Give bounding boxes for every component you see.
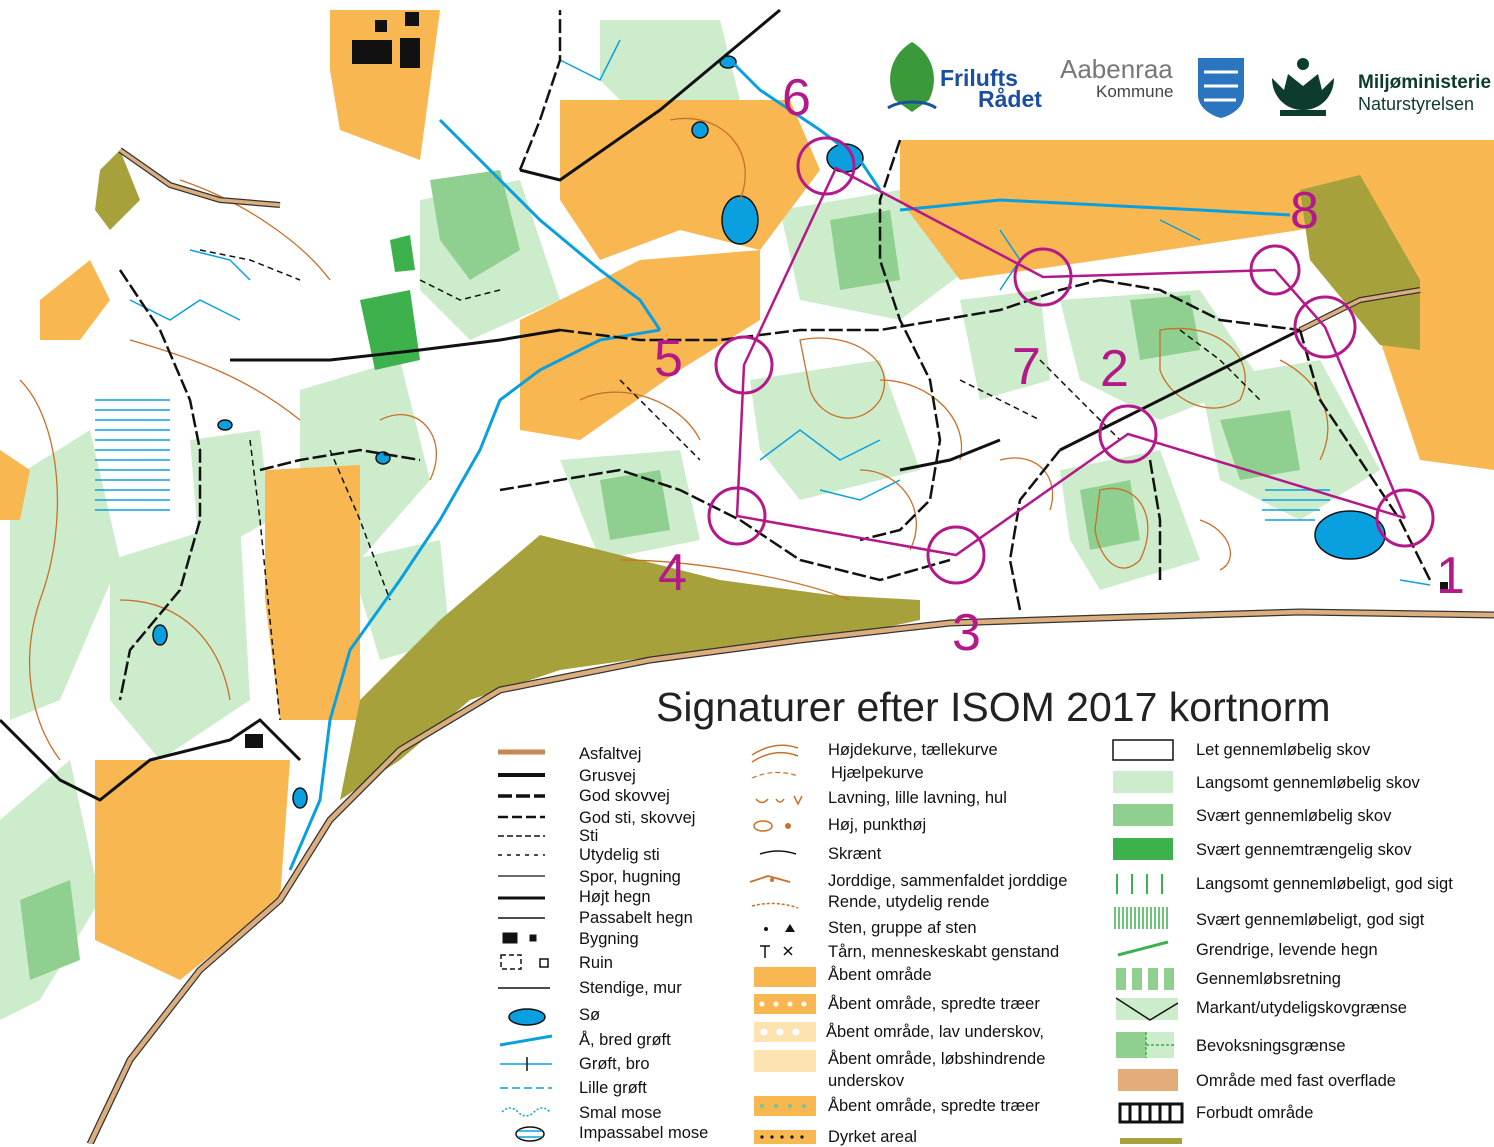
legend-label: Lavning, lille lavning, hul bbox=[828, 789, 1007, 807]
control-number-8: 8 bbox=[1290, 182, 1319, 240]
legend-label: Tårn, menneskeskabt genstand bbox=[828, 943, 1060, 961]
slow-run-forest bbox=[0, 20, 1380, 1020]
roads bbox=[0, 8, 1301, 802]
legend-label: Åbent område, spredte træer bbox=[828, 1097, 1040, 1115]
legend-label: Rende, utydelig rende bbox=[828, 893, 990, 911]
control-number-7: 7 bbox=[1012, 338, 1041, 396]
legend-label: Sø bbox=[579, 1006, 601, 1024]
friluftsraadet-logo: Frilufts Rådet bbox=[887, 42, 1042, 112]
aabenraa-line1: Aabenraa bbox=[1060, 54, 1173, 84]
legend-title: Signaturer efter ISOM 2017 kortnorm bbox=[656, 684, 1331, 730]
course bbox=[735, 166, 1407, 557]
legend-label: Gennemløbsretning bbox=[1196, 970, 1341, 988]
control-number-4: 4 bbox=[658, 544, 687, 602]
aabenraa-logo: Aabenraa Kommune bbox=[1060, 54, 1244, 118]
legend-label: Utydelig sti bbox=[579, 846, 660, 864]
control-numbers: 1 2 3 4 5 6 7 8 bbox=[654, 69, 1465, 662]
legend-symbols-col1 bbox=[498, 749, 553, 1142]
legend-label: underskov bbox=[828, 1072, 905, 1090]
control-circles bbox=[707, 136, 1435, 585]
legend-label: Grusvej bbox=[579, 767, 636, 785]
control-number-1: 1 bbox=[1436, 547, 1465, 605]
legend-label: Lille grøft bbox=[579, 1079, 647, 1097]
legend-label: Spor, hugning bbox=[579, 868, 681, 886]
legend-label: Høj, punkthøj bbox=[828, 816, 927, 834]
legend-label: Langsomt gennemløbelig skov bbox=[1196, 774, 1420, 792]
friluftsraadet-line1: Frilufts bbox=[940, 65, 1018, 91]
legend-label: Svært gennemløbeligt, god sigt bbox=[1196, 911, 1425, 929]
legend-label: Sti bbox=[579, 827, 599, 845]
legend-label: Højdekurve, tællekurve bbox=[828, 741, 998, 759]
cultivated-land bbox=[95, 150, 1420, 800]
control-number-3: 3 bbox=[952, 604, 981, 662]
crown-icon bbox=[1272, 74, 1334, 110]
legend-symbols-col2 bbox=[749, 744, 816, 1144]
legend-symbols-col3 bbox=[1112, 739, 1184, 1144]
aabenraa-line2: Kommune bbox=[1096, 82, 1173, 101]
legend-label: Grendrige, levende hegn bbox=[1196, 941, 1378, 959]
control-number-6: 6 bbox=[782, 69, 811, 127]
leaf-icon bbox=[890, 42, 934, 112]
miljoministeriet-line1: Miljøministerie bbox=[1358, 72, 1491, 93]
paths bbox=[199, 249, 1261, 721]
legend-label: Område med fast overflade bbox=[1196, 1072, 1396, 1090]
buildings bbox=[245, 12, 1448, 748]
legend-label: Åbent område bbox=[828, 966, 932, 984]
marsh-area bbox=[95, 399, 1330, 521]
friluftsraadet-line2: Rådet bbox=[978, 86, 1042, 112]
legend-label: Asfaltvej bbox=[579, 745, 642, 763]
legend-label: Smal mose bbox=[579, 1104, 662, 1122]
legend-label: Skrænt bbox=[828, 845, 882, 863]
shield-icon bbox=[1198, 58, 1244, 118]
legend-label: Markant/utydeligskovgrænse bbox=[1196, 999, 1407, 1017]
legend-label: Passabelt hegn bbox=[579, 909, 693, 927]
small-ditches bbox=[129, 39, 1431, 586]
legend-label: Hjælpekurve bbox=[831, 764, 924, 782]
miljoministeriet-logo: Miljøministerie Naturstyrelsen bbox=[1272, 58, 1491, 116]
control-number-5: 5 bbox=[654, 330, 683, 388]
control-number-2: 2 bbox=[1100, 340, 1129, 398]
legend-label: Langsomt gennemløbeligt, god sigt bbox=[1196, 875, 1453, 893]
legend-label: Bevoksningsgrænse bbox=[1196, 1037, 1346, 1055]
legend-label: Sten, gruppe af sten bbox=[828, 919, 977, 937]
legend-label: Impassabel mose bbox=[579, 1124, 709, 1142]
streams bbox=[288, 58, 1291, 871]
legend-label: God sti, skovvej bbox=[579, 809, 696, 827]
legend-label: Let gennemløbelig skov bbox=[1196, 741, 1371, 759]
legend-label: Grøft, bro bbox=[579, 1055, 650, 1073]
legend-label: Ruin bbox=[579, 954, 613, 972]
legend-label: Svært gennemtrængelig skov bbox=[1196, 841, 1412, 859]
legend-label: Åbent område, spredte træer bbox=[828, 995, 1040, 1013]
legend-label: Åbent område, lav underskov, bbox=[826, 1023, 1044, 1041]
legend-label: Bygning bbox=[579, 930, 639, 948]
miljoministeriet-line2: Naturstyrelsen bbox=[1358, 94, 1474, 114]
legend-label: Højt hegn bbox=[579, 888, 651, 906]
legend-label: Åbent område, løbshindrende bbox=[828, 1050, 1046, 1068]
legend-label: Forbudt område bbox=[1196, 1104, 1314, 1122]
legend-label: Stendige, mur bbox=[579, 979, 682, 997]
map-area bbox=[0, 10, 1494, 1144]
legend-label: Jorddige, sammenfaldet jorddige bbox=[828, 872, 1068, 890]
legend-label: God skovvej bbox=[579, 787, 670, 805]
very-difficult-forest bbox=[360, 235, 420, 370]
legend-label: Svært gennemløbelig skov bbox=[1196, 807, 1392, 825]
legend-label: Dyrket areal bbox=[828, 1128, 917, 1146]
legend-dots bbox=[759, 1001, 807, 1139]
legend-label: Å, bred grøft bbox=[579, 1031, 671, 1049]
